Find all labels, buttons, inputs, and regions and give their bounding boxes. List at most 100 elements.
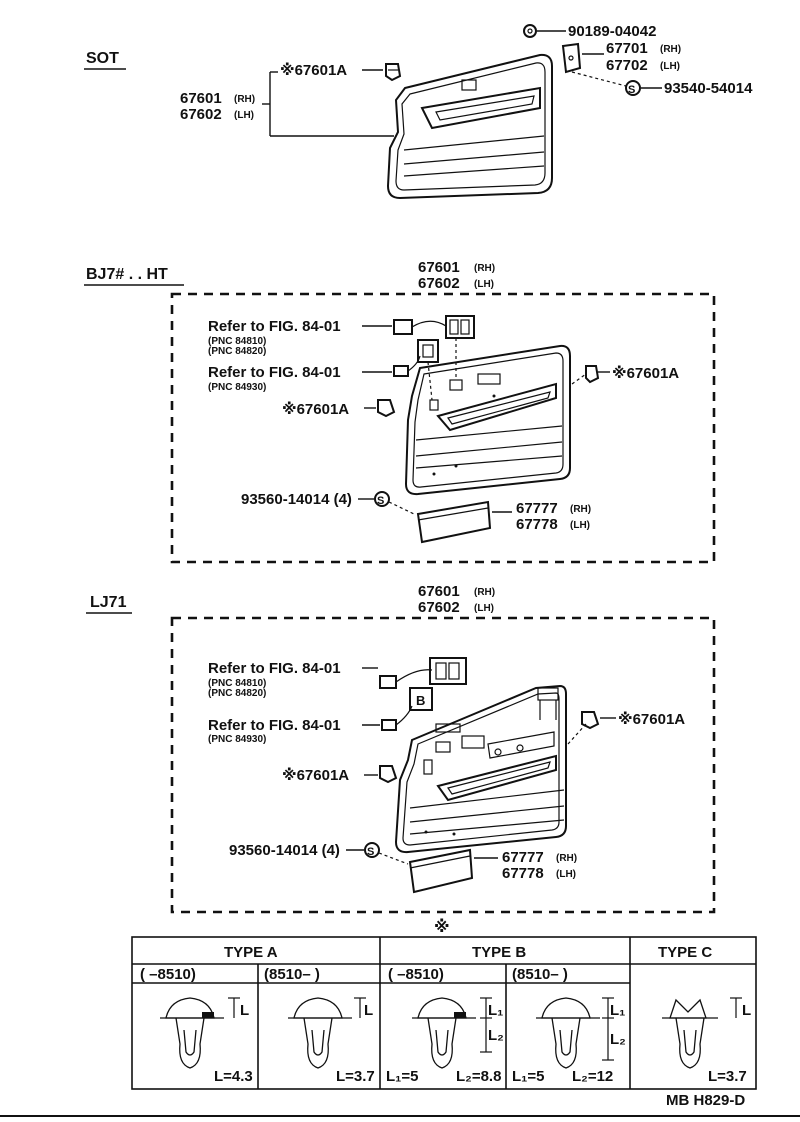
svg-text:(RH): (RH)	[234, 94, 255, 105]
door-trim-panel-lj	[394, 684, 567, 854]
door-trim-panel-bj	[404, 344, 571, 496]
part-67778-lj: 67778	[502, 865, 544, 882]
part-67602-bj: 67602	[418, 275, 460, 292]
type-c-dimension: L=3.7	[708, 1068, 747, 1085]
clip-icon	[581, 711, 600, 730]
svg-text:(LH): (LH)	[234, 110, 254, 121]
part-90189: 90189-04042	[568, 23, 656, 40]
ref-fig-84-01-a: Refer to FIG. 84-01	[208, 318, 341, 335]
section-sot: SOT 90189-04042 67701 (RH) 67702 (LH)	[84, 23, 753, 200]
part-67601a-bj-right: ※67601A	[612, 364, 679, 382]
section-label-bj7: BJ7# . . HT	[86, 266, 168, 283]
svg-text:(LH): (LH)	[556, 869, 576, 880]
svg-text:(RH): (RH)	[556, 853, 577, 864]
svg-text:(PNC 84820): (PNC 84820)	[208, 346, 266, 357]
part-67777-lj: 67777	[502, 849, 544, 866]
part-93540: 93540-54014	[664, 80, 753, 97]
clip-icon	[585, 365, 600, 384]
section-lj71: LJ71 67601 (RH) 67602 (LH) Refer to FIG.…	[86, 583, 716, 914]
clip-type-a2-icon	[288, 997, 366, 1069]
type-b1-dimension-l1: L₁=5	[386, 1068, 418, 1085]
part-67601-lj: 67601	[418, 583, 460, 600]
part-67601a-bj-left: ※67601A	[282, 400, 349, 418]
svg-text:(LH): (LH)	[474, 279, 494, 290]
type-b-range-1: ( –8510)	[388, 966, 444, 983]
part-67602-lj: 67602	[418, 599, 460, 616]
svg-text:(RH): (RH)	[474, 263, 495, 274]
type-a1-dimension: L=4.3	[214, 1068, 253, 1085]
part-67601-sot: 67601	[180, 90, 222, 107]
door-pocket-icon	[408, 848, 474, 894]
lj71-dashed-frame	[170, 616, 716, 914]
svg-text:(RH): (RH)	[474, 587, 495, 598]
screw-s-icon: S	[625, 80, 641, 96]
part-67601a-sot: ※67601A	[280, 61, 347, 79]
section-bj7: BJ7# . . HT 67601 (RH) 67602 (LH) Refer …	[84, 259, 716, 564]
svg-text:(PNC 84810): (PNC 84810)	[208, 336, 266, 347]
type-b1-dimension-l2: L₂=8.8	[456, 1068, 501, 1085]
svg-text:(PNC 84930): (PNC 84930)	[208, 734, 266, 745]
type-b2-dimension-l1: L₁=5	[512, 1068, 544, 1085]
svg-text:B: B	[416, 693, 425, 708]
clip-type-c-icon	[662, 997, 742, 1069]
clip-icon	[379, 765, 398, 784]
type-b2-dimension-l2: L₂=12	[572, 1068, 613, 1085]
svg-text:(PNC 84820): (PNC 84820)	[208, 688, 266, 699]
svg-text:(LH): (LH)	[660, 61, 680, 72]
part-67601a-lj-right: ※67601A	[618, 710, 685, 728]
part-67601a-lj-left: ※67601A	[282, 766, 349, 784]
clip-type-b1-icon	[412, 997, 492, 1069]
ref-fig-84-01-b: Refer to FIG. 84-01	[208, 364, 341, 381]
clip-type-table: ※ TYPE A TYPE B TYPE C ( –8510) (8510– )…	[131, 918, 757, 1090]
type-b-range-2: (8510– )	[512, 966, 568, 983]
type-c-header: TYPE C	[658, 944, 712, 961]
svg-text:L₁: L₁	[488, 1002, 503, 1019]
clip-type-a1-icon	[160, 997, 240, 1069]
ref-fig-84-01-d: Refer to FIG. 84-01	[208, 717, 341, 734]
screw-s-icon: S	[364, 842, 380, 858]
svg-text:L₂: L₂	[488, 1027, 504, 1044]
svg-text:S: S	[377, 495, 384, 507]
part-67701: 67701	[606, 40, 648, 57]
bj7-dashed-frame	[170, 292, 716, 564]
section-label-sot: SOT	[86, 50, 119, 67]
svg-text:L₂: L₂	[610, 1031, 626, 1048]
svg-text:(LH): (LH)	[570, 520, 590, 531]
part-93560-lj: 93560-14014 (4)	[229, 842, 340, 859]
part-67601-bj: 67601	[418, 259, 460, 276]
type-a-range-2: (8510– )	[264, 966, 320, 983]
part-67602-sot: 67602	[180, 106, 222, 123]
svg-text:(PNC 84810): (PNC 84810)	[208, 678, 266, 689]
section-label-lj71: LJ71	[90, 594, 127, 611]
clip-icon	[385, 63, 402, 82]
power-window-switch-icon	[379, 657, 467, 689]
screw-s-icon: S	[374, 491, 390, 507]
clip-type-b2-icon	[536, 997, 614, 1069]
type-a-header: TYPE A	[224, 944, 278, 961]
svg-text:(RH): (RH)	[570, 504, 591, 515]
part-67777-bj: 67777	[516, 500, 558, 517]
type-a-range-1: ( –8510)	[140, 966, 196, 983]
svg-text:S: S	[367, 846, 374, 858]
door-pocket-icon	[416, 500, 492, 544]
ref-fig-84-01-c: Refer to FIG. 84-01	[208, 660, 341, 677]
figure-code: MB H829-D	[666, 1092, 745, 1109]
nut-icon	[523, 24, 537, 38]
clip-icon	[377, 399, 396, 418]
svg-text:(PNC 84930): (PNC 84930)	[208, 382, 266, 393]
svg-text:S: S	[628, 84, 635, 96]
svg-text:(LH): (LH)	[474, 603, 494, 614]
legend-mark: ※	[434, 918, 450, 936]
part-93560-bj: 93560-14014 (4)	[241, 491, 352, 508]
svg-text:L: L	[364, 1002, 373, 1019]
power-window-switch-icon	[393, 315, 475, 380]
svg-text:L₁: L₁	[610, 1002, 625, 1019]
door-trim-panel-sot	[386, 53, 553, 200]
lock-switch-icon: B	[381, 687, 433, 731]
svg-text:(RH): (RH)	[660, 44, 681, 55]
type-b-header: TYPE B	[472, 944, 526, 961]
part-67702: 67702	[606, 57, 648, 74]
part-67778-bj: 67778	[516, 516, 558, 533]
svg-text:L: L	[742, 1002, 751, 1019]
